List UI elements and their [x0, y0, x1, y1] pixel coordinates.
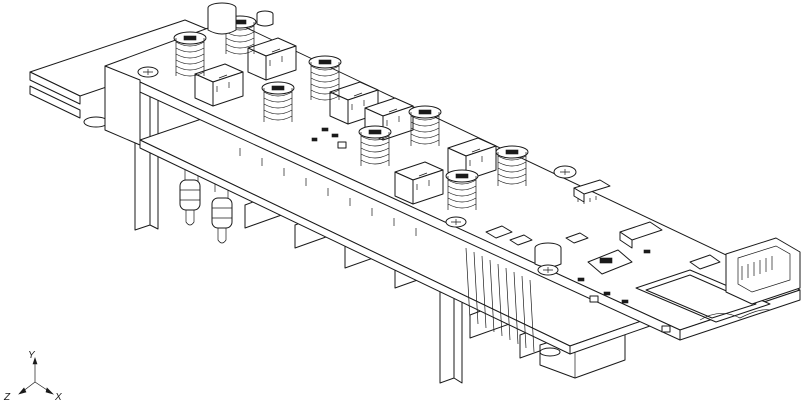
resistor-group — [179, 160, 233, 244]
pin-header-connector — [725, 237, 801, 305]
pin-strip — [465, 247, 535, 353]
smd-components — [311, 127, 721, 333]
spring-contacts — [173, 15, 529, 210]
screws — [137, 66, 577, 276]
axis-triad: Y X Z — [3, 350, 62, 403]
header-pins — [239, 148, 417, 236]
x-axis-label: X — [54, 392, 62, 403]
y-axis-label: Y — [28, 350, 36, 361]
z-axis-label: Z — [3, 392, 11, 403]
wireless-module — [635, 269, 771, 323]
